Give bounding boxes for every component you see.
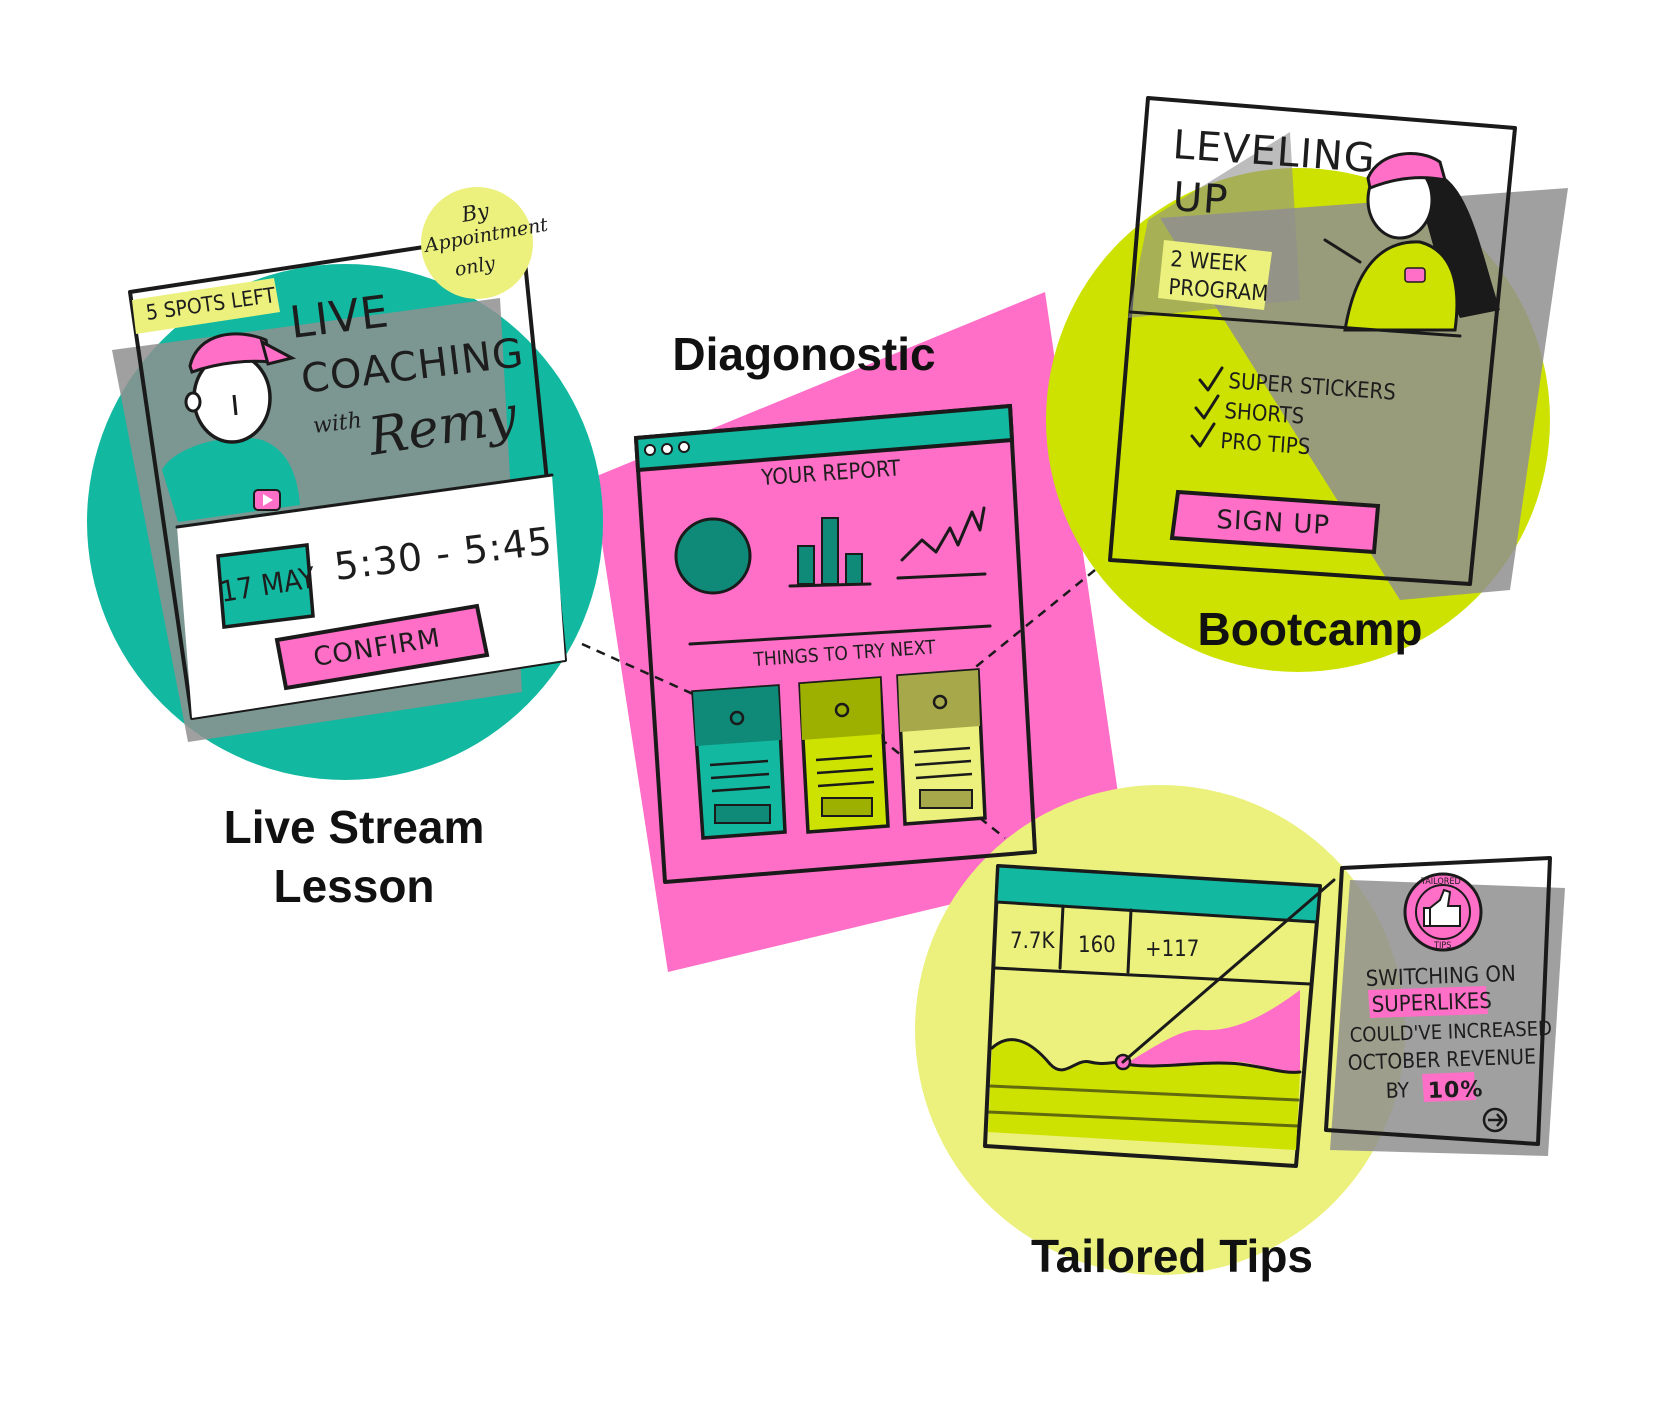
window-dot	[644, 444, 656, 456]
analytics-window: 7.7K 160 +117	[983, 864, 1336, 1168]
tip-card-teal[interactable]	[691, 684, 787, 840]
thumbs-up-icon	[1423, 888, 1461, 927]
live-title: LIVE	[287, 286, 392, 349]
sign-up-button[interactable]	[1169, 489, 1381, 555]
pie-icon	[674, 517, 752, 595]
bootcamp-label: Bootcamp	[1198, 603, 1423, 655]
diagnostic-label: Diagonostic	[672, 328, 935, 380]
check-icon	[1198, 366, 1224, 392]
stat-subscribers: 160	[1078, 933, 1116, 958]
live-stream-label-line1: Live Stream	[224, 801, 485, 853]
bar-chart-icon	[788, 517, 872, 588]
pink-area	[1125, 990, 1300, 1073]
report-window: YOUR REPORT THINGS TO TRY NEXT	[633, 403, 1037, 884]
check-icon	[1194, 394, 1220, 420]
check-icon	[1190, 422, 1216, 448]
live-coaching-card: 5 SPOTS LEFT LIVE COACHING with Remy 17 …	[112, 230, 567, 742]
stat-views: 7.7K	[1010, 929, 1055, 954]
confirm-button[interactable]	[274, 603, 490, 691]
window-dot	[661, 443, 673, 455]
tailored-tips-label: Tailored Tips	[1031, 1230, 1313, 1282]
connector-line	[581, 642, 734, 714]
svg-text:By: By	[459, 198, 492, 227]
coach-illustration	[184, 332, 297, 444]
leveling-title: LEVELING	[1171, 122, 1377, 182]
tip-line5: BY	[1385, 1078, 1410, 1103]
tip-line2: SUPERLIKES	[1371, 989, 1492, 1018]
tip-card-olive[interactable]	[896, 668, 987, 826]
woman-illustration	[1323, 152, 1500, 332]
svg-text:TAILORED: TAILORED	[1420, 877, 1461, 887]
tip-note-card: TAILORED TIPS SWITCHING ON SUPERLIKES CO…	[1324, 856, 1565, 1156]
bootcamp-card: LEVELING UP 2 WEEK PROGRAM SUPER STICKER…	[1108, 96, 1568, 600]
program-badge-line1: 2 WEEK	[1170, 247, 1249, 277]
arrow-right-circle-icon[interactable]	[1482, 1107, 1508, 1133]
with-text: with	[312, 408, 364, 439]
window-dot	[678, 441, 690, 453]
tailored-tips-seal: TAILORED TIPS	[1403, 872, 1483, 952]
svg-text:TIPS: TIPS	[1433, 941, 1451, 951]
tip-line1: SWITCHING ON	[1365, 962, 1516, 992]
line-chart-icon	[896, 506, 987, 580]
tip-card-lime[interactable]	[798, 676, 890, 834]
tip-percent: 10%	[1427, 1077, 1484, 1104]
checklist-item: SHORTS	[1224, 399, 1305, 430]
live-stream-label-line2: Lesson	[273, 860, 434, 912]
up-title: UP	[1171, 174, 1229, 224]
sign-up-label: SIGN UP	[1216, 505, 1331, 541]
stat-change: +117	[1145, 937, 1199, 962]
appointment-bubble: By Appointment only	[421, 187, 550, 299]
